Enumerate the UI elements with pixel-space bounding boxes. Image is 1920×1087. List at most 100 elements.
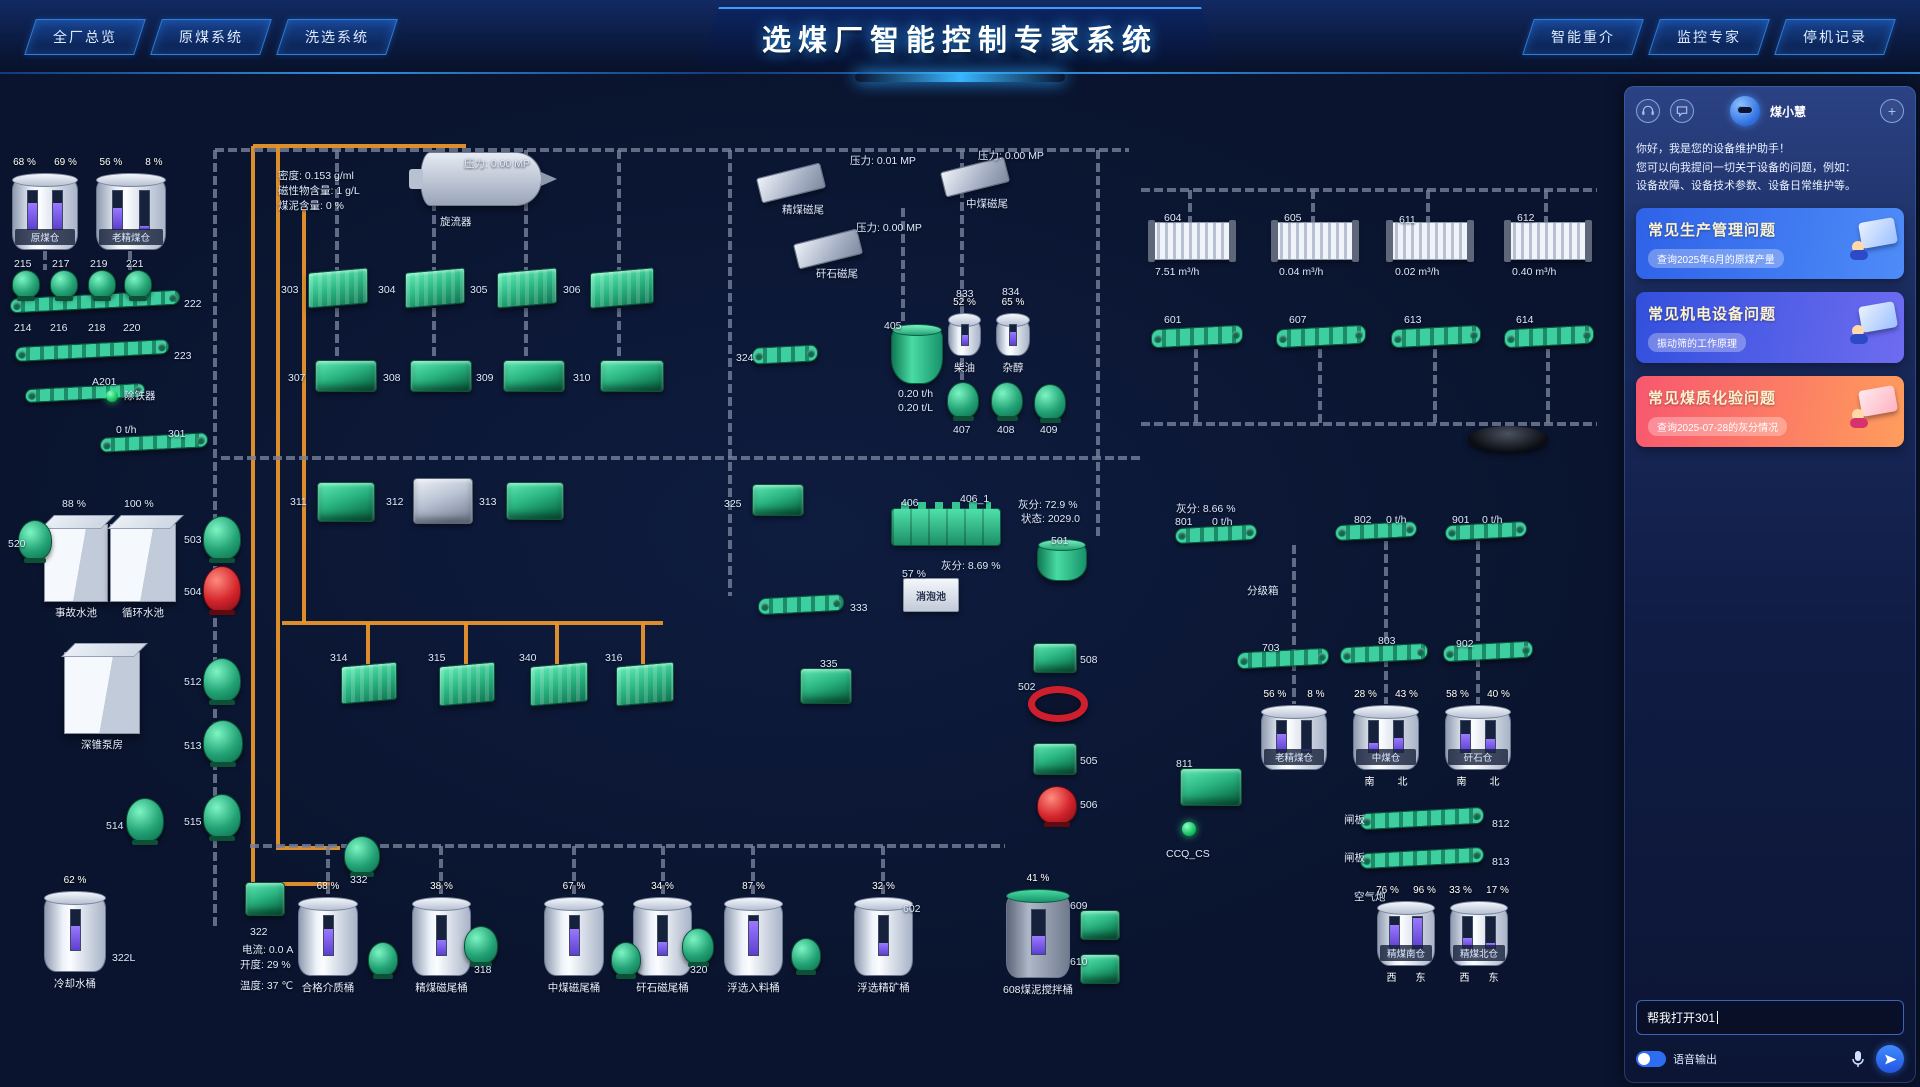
coneb-94-equipment[interactable]: [1468, 426, 1548, 452]
611-equipment[interactable]: [1386, 220, 1474, 262]
313-equipment[interactable]: [506, 482, 564, 520]
503-equipment[interactable]: [203, 516, 241, 563]
精煤南仓-equipment[interactable]: 76 %96 %精煤南仓西东: [1376, 885, 1436, 984]
335-equipment[interactable]: [800, 668, 852, 704]
nav-button-plant-overview[interactable]: 全厂总览: [24, 19, 146, 55]
矸石磁尾桶-equipment[interactable]: 34 %矸石磁尾桶: [633, 881, 692, 994]
浮选精矿桶-equipment[interactable]: 32 %浮选精矿桶: [854, 881, 913, 994]
合格介质桶-equipment[interactable]: 68 %合格介质桶: [298, 881, 358, 994]
601-equipment[interactable]: [1151, 324, 1243, 349]
quick-card-production[interactable]: 常见生产管理问题 查询2025年6月的原煤产量: [1636, 208, 1904, 280]
605-equipment[interactable]: [1271, 220, 1359, 262]
813-equipment[interactable]: [1360, 846, 1484, 870]
深锥泵房-equipment[interactable]: 深锥泵房: [64, 652, 140, 751]
assistant-avatar[interactable]: [1730, 96, 1760, 126]
307-equipment[interactable]: [315, 360, 377, 392]
506-equipment[interactable]: [1037, 786, 1077, 827]
221-equipment[interactable]: [124, 270, 152, 301]
pump-79-equipment[interactable]: [368, 942, 398, 979]
504-equipment[interactable]: [203, 566, 241, 615]
614-equipment[interactable]: [1504, 324, 1594, 349]
nav-button-washing-system[interactable]: 洗选系统: [276, 19, 398, 55]
中煤磁尾桶-equipment[interactable]: 67 %中煤磁尾桶: [544, 881, 604, 994]
quick-card-electromechanical[interactable]: 常见机电设备问题 振动筛的工作原理: [1636, 292, 1904, 364]
旋流器-equipment[interactable]: [409, 152, 557, 206]
703-equipment[interactable]: [1237, 647, 1329, 670]
502-equipment[interactable]: [1028, 686, 1088, 722]
除铁器-equipment[interactable]: [106, 390, 118, 402]
循环水池-equipment[interactable]: 循环水池: [110, 524, 176, 619]
811-equipment[interactable]: [1180, 768, 1242, 806]
312-equipment[interactable]: [413, 478, 473, 524]
老精煤仓-equipment[interactable]: 56 %8 %老精煤仓: [1261, 689, 1327, 770]
事故水池-equipment[interactable]: 事故水池: [44, 524, 108, 619]
矸石仓-equipment[interactable]: 58 %40 %矸石仓南北: [1445, 689, 1511, 788]
406-equipment[interactable]: [891, 502, 1001, 546]
send-button[interactable]: [1876, 1045, 1904, 1073]
nav-button-monitor-expert[interactable]: 监控专家: [1648, 19, 1770, 55]
308-equipment[interactable]: [410, 360, 472, 392]
223-equipment[interactable]: [15, 338, 169, 363]
501-equipment[interactable]: [1037, 539, 1087, 581]
quick-card-example[interactable]: 振动筛的工作原理: [1648, 333, 1746, 353]
quick-card-example[interactable]: 查询2025-07-28的灰分情况: [1648, 417, 1788, 437]
矸石磁尾-equipment[interactable]: [792, 228, 864, 270]
409-equipment[interactable]: [1034, 384, 1066, 423]
340-equipment[interactable]: [530, 661, 588, 707]
nav-button-dense-medium[interactable]: 智能重介: [1522, 19, 1644, 55]
332-equipment[interactable]: [344, 836, 380, 877]
315-equipment[interactable]: [439, 661, 495, 707]
303-equipment[interactable]: [308, 267, 368, 309]
pump-81-equipment[interactable]: [791, 938, 821, 975]
515-equipment[interactable]: [203, 794, 241, 841]
nav-button-raw-coal-system[interactable]: 原煤系统: [150, 19, 272, 55]
305-equipment[interactable]: [497, 267, 557, 309]
精煤北仓-equipment[interactable]: 33 %17 %精煤北仓西东: [1449, 885, 1509, 984]
612-equipment[interactable]: [1504, 220, 1592, 262]
pump-80-equipment[interactable]: [611, 942, 641, 979]
plus-icon[interactable]: +: [1880, 99, 1904, 123]
中煤仓-equipment[interactable]: 28 %43 %中煤仓南北: [1353, 689, 1419, 788]
headset-icon[interactable]: [1636, 99, 1660, 123]
324-equipment[interactable]: [752, 344, 818, 365]
513-equipment[interactable]: [203, 720, 243, 767]
217-equipment[interactable]: [50, 270, 78, 301]
608煤泥搅拌桶-equipment[interactable]: 41 %608煤泥搅拌桶: [1003, 873, 1073, 996]
333-equipment[interactable]: [758, 593, 844, 616]
310-equipment[interactable]: [600, 360, 664, 392]
604-equipment[interactable]: [1148, 220, 1236, 262]
quick-card-example[interactable]: 查询2025年6月的原煤产量: [1648, 249, 1784, 269]
405-equipment[interactable]: [891, 324, 943, 384]
精煤磁尾桶-equipment[interactable]: 38 %精煤磁尾桶: [412, 881, 471, 994]
322-equipment[interactable]: [245, 882, 285, 916]
316-equipment[interactable]: [616, 661, 674, 707]
508-equipment[interactable]: [1033, 643, 1077, 673]
冷却水桶-equipment[interactable]: 62 %冷却水桶: [44, 875, 106, 990]
nav-button-shutdown-records[interactable]: 停机记录: [1774, 19, 1896, 55]
309-equipment[interactable]: [503, 360, 565, 392]
浮选入料桶-equipment[interactable]: 87 %浮选入料桶: [724, 881, 783, 994]
407-equipment[interactable]: [947, 382, 979, 421]
304-equipment[interactable]: [405, 267, 465, 309]
520-equipment[interactable]: [18, 520, 52, 563]
chat-input[interactable]: 帮我打开301: [1636, 1000, 1904, 1035]
320-equipment[interactable]: [682, 928, 714, 967]
610-equipment[interactable]: [1080, 954, 1120, 984]
杂醇-equipment[interactable]: 65 %杂醇: [996, 297, 1030, 374]
原煤仓-equipment[interactable]: 68 %69 %原煤仓: [12, 157, 78, 250]
613-equipment[interactable]: [1391, 324, 1481, 349]
514-equipment[interactable]: [126, 798, 164, 845]
609-equipment[interactable]: [1080, 910, 1120, 940]
quick-card-coal-quality[interactable]: 常见煤质化验问题 查询2025-07-28的灰分情况: [1636, 376, 1904, 448]
607-equipment[interactable]: [1276, 324, 1366, 349]
柴油-equipment[interactable]: 52 %柴油: [948, 297, 981, 374]
325-equipment[interactable]: [752, 484, 804, 516]
microphone-icon[interactable]: [1850, 1050, 1866, 1068]
219-equipment[interactable]: [88, 270, 116, 301]
306-equipment[interactable]: [590, 267, 654, 309]
408-equipment[interactable]: [991, 382, 1023, 421]
assistant-settings-icon[interactable]: [1670, 99, 1694, 123]
512-equipment[interactable]: [203, 658, 241, 705]
215-equipment[interactable]: [12, 270, 40, 301]
消泡池-equipment[interactable]: 消泡池: [903, 578, 959, 612]
